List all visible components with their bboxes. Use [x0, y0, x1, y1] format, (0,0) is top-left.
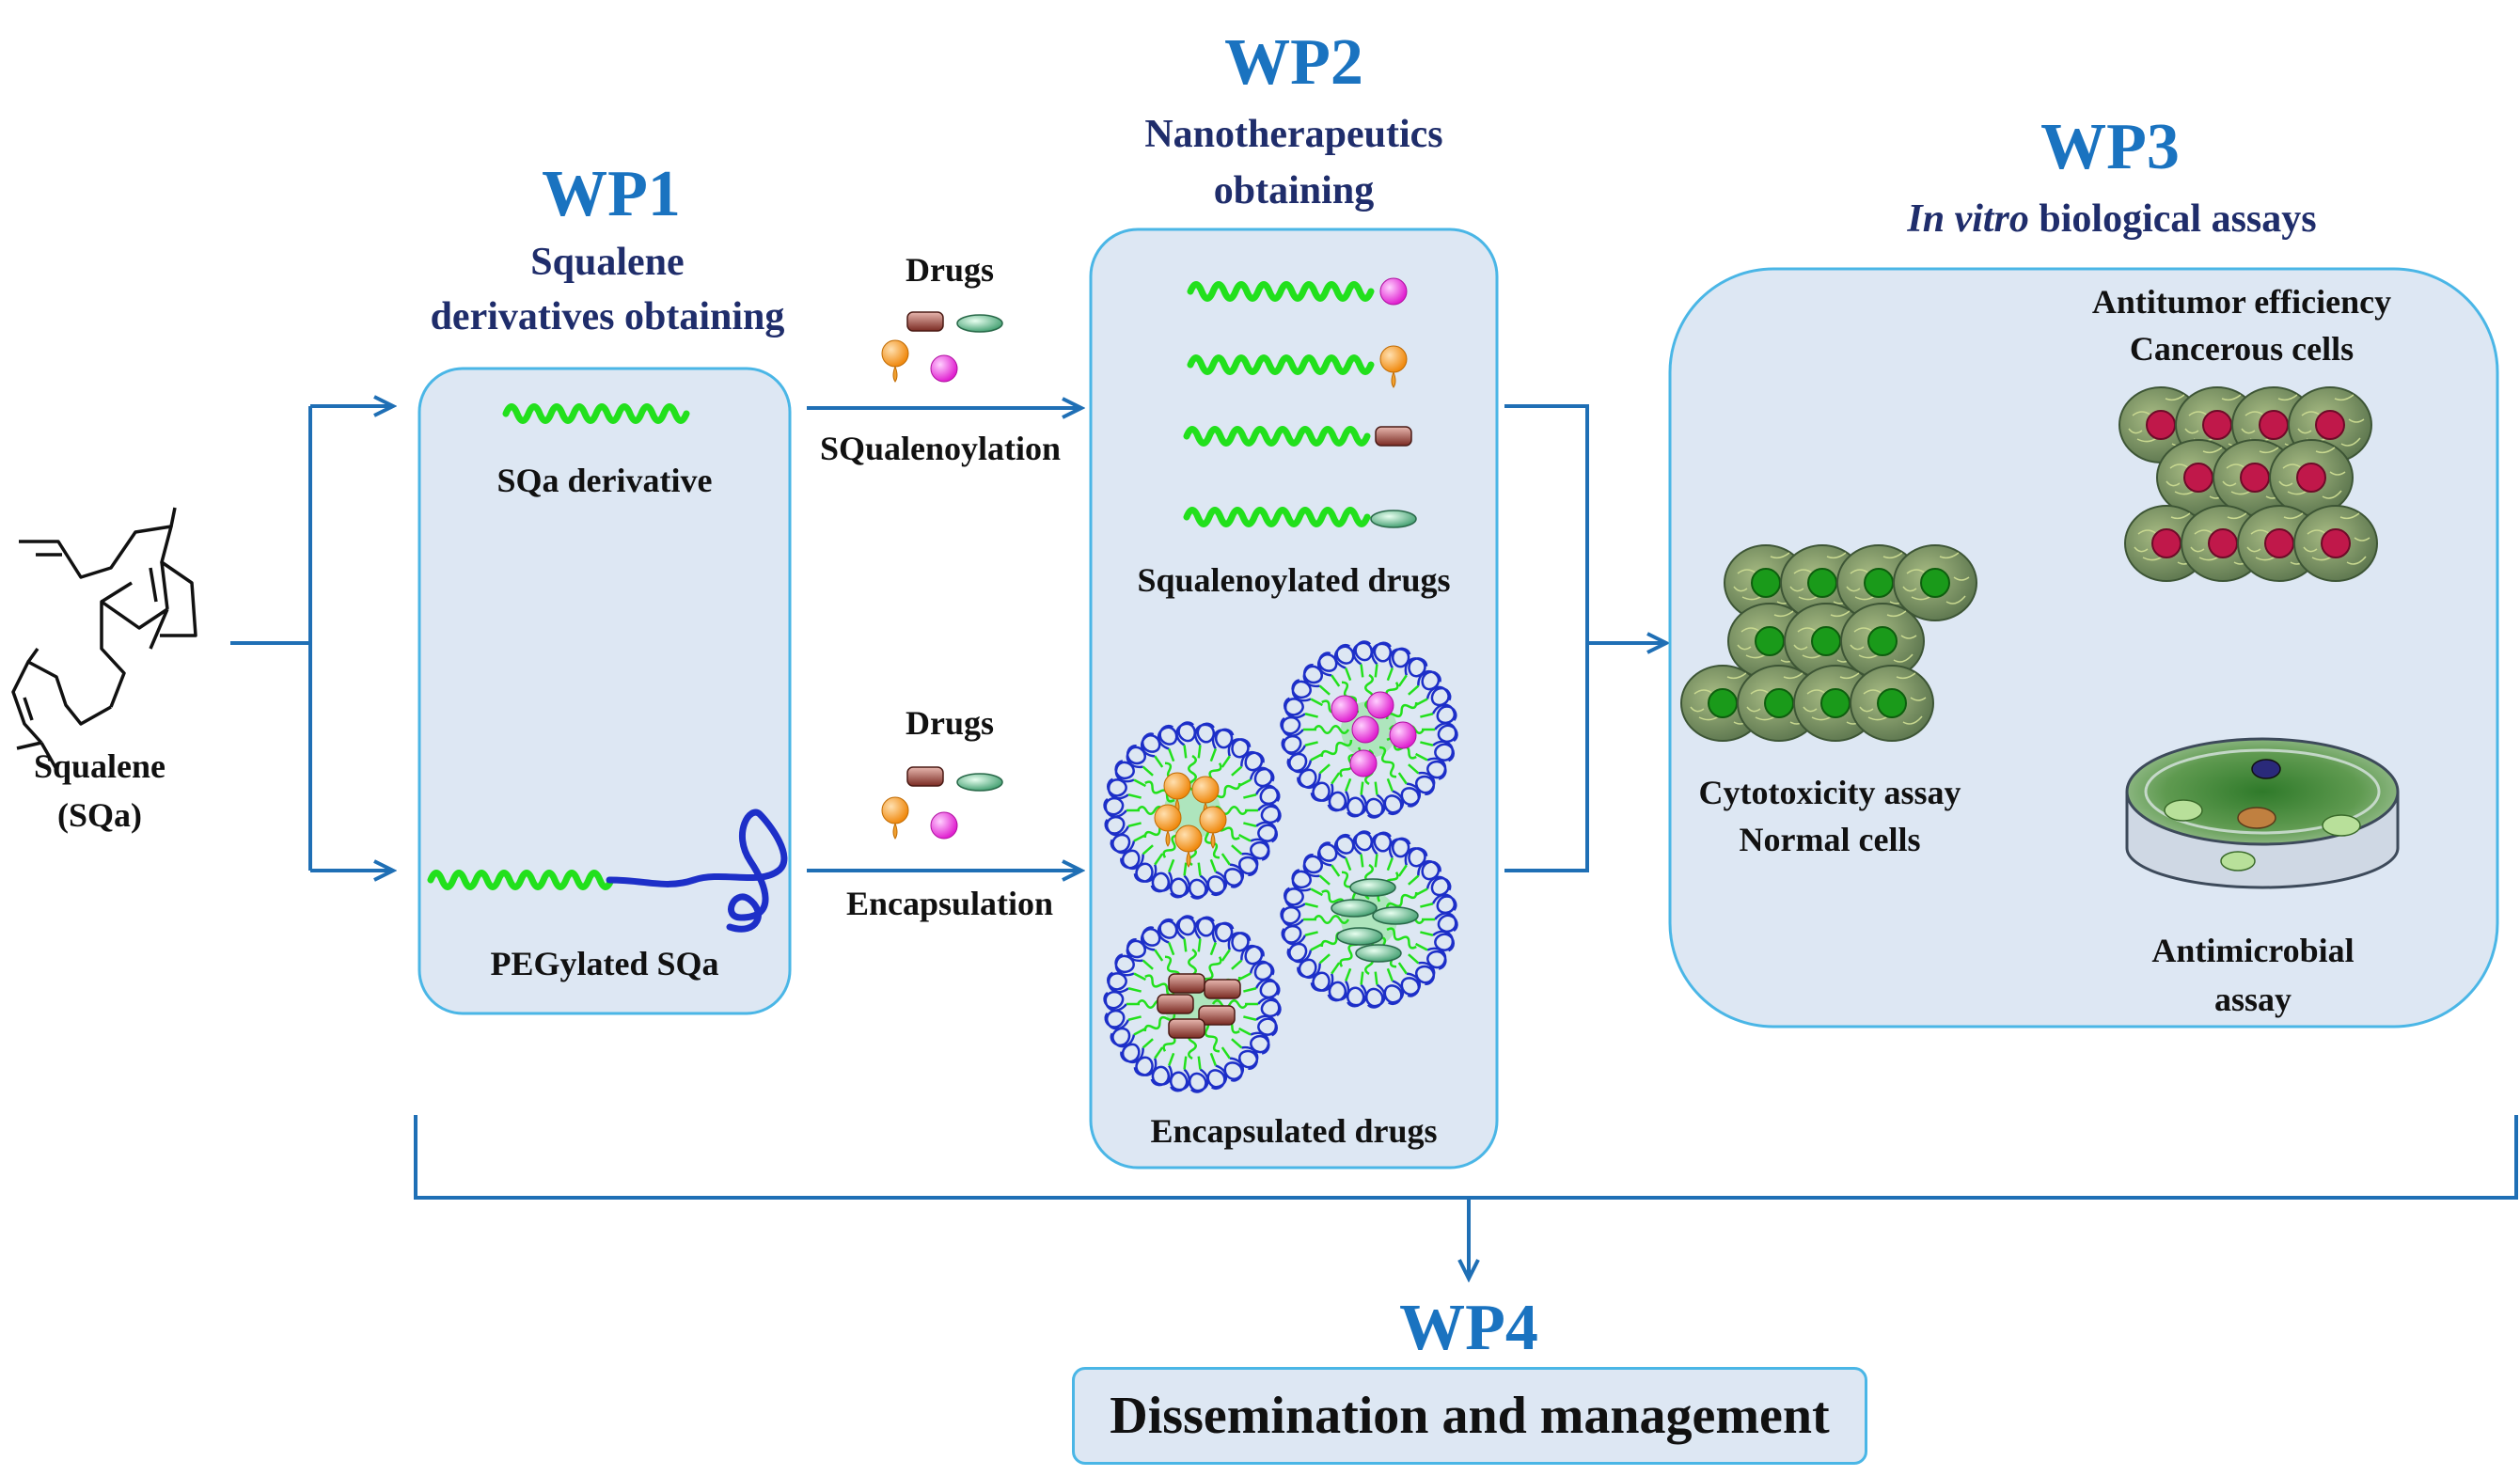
squalenoylation-label: SQualenoylation	[819, 430, 1062, 467]
encapsulation-label: Encapsulation	[845, 885, 1054, 922]
wp2-subtitle-line2: obtaining	[1213, 169, 1375, 212]
wp1-subtitle-line1: Squalene	[530, 241, 685, 284]
wp1-subtitle-line2: derivatives obtaining	[430, 295, 785, 338]
squalenoylated-drugs-label: Squalenoylated drugs	[1137, 561, 1451, 599]
normal-cells-label: Normal cells	[1739, 821, 1921, 858]
merge-bracket	[1504, 404, 1589, 872]
wp4-title: WP4	[1399, 1292, 1538, 1364]
pegylated-sqa-label: PEGylated SQa	[490, 945, 719, 982]
nanoparticle-ellipse-icon	[1279, 829, 1459, 1010]
wp4-box: Dissemination and management	[1072, 1367, 1867, 1465]
pegylated-sqa-icon	[431, 809, 788, 933]
wp1-panel	[417, 367, 792, 1015]
cancerous-cells-icon	[2118, 386, 2378, 582]
squalene-abbrev-label: (SQa)	[57, 796, 142, 834]
nanoparticle-pink-icon	[1279, 639, 1459, 820]
squalene-label: Squalene	[33, 747, 166, 785]
cytotoxicity-label: Cytotoxicity assay	[1698, 774, 1961, 811]
encapsulated-drugs-label: Encapsulated drugs	[1150, 1112, 1438, 1150]
drugs-label-bottom: Drugs	[905, 704, 994, 742]
wp3-subtitle-italic: In vitro	[1907, 197, 2029, 241]
nanoparticle-orange-icon	[1102, 720, 1283, 901]
wp3-subtitle: In vitro biological assays	[1811, 192, 2413, 247]
drugs-legend-top	[881, 311, 1003, 383]
wp3-subtitle-rest: biological assays	[2028, 197, 2317, 241]
wp3-title: WP3	[2040, 111, 2180, 183]
antimicrobial-label: Antimicrobial	[2151, 932, 2355, 969]
drugs-label-top: Drugs	[905, 251, 994, 289]
nanoparticles-group	[1102, 639, 1459, 1094]
sqa-derivative-label: SQa derivative	[496, 462, 713, 499]
wp2-subtitle-line1: Nanotherapeutics	[1144, 113, 1443, 156]
squalene-structure-icon	[11, 507, 197, 770]
drugs-legend-bottom	[881, 766, 1003, 840]
antimicrobial-assay-label: assay	[2213, 981, 2292, 1018]
antitumor-label: Antitumor efficiency	[2091, 283, 2392, 321]
flow-connectors	[230, 404, 2518, 1279]
wp4-box-label: Dissemination and management	[1110, 1387, 1830, 1445]
bottom-bracket	[414, 1115, 2518, 1200]
wp2-title: WP2	[1224, 26, 1363, 99]
nanoparticle-rect-icon	[1102, 914, 1283, 1094]
petri-dish-icon	[2125, 737, 2400, 889]
cancerous-cells-label: Cancerous cells	[2129, 330, 2355, 368]
wp1-title: WP1	[542, 158, 681, 230]
